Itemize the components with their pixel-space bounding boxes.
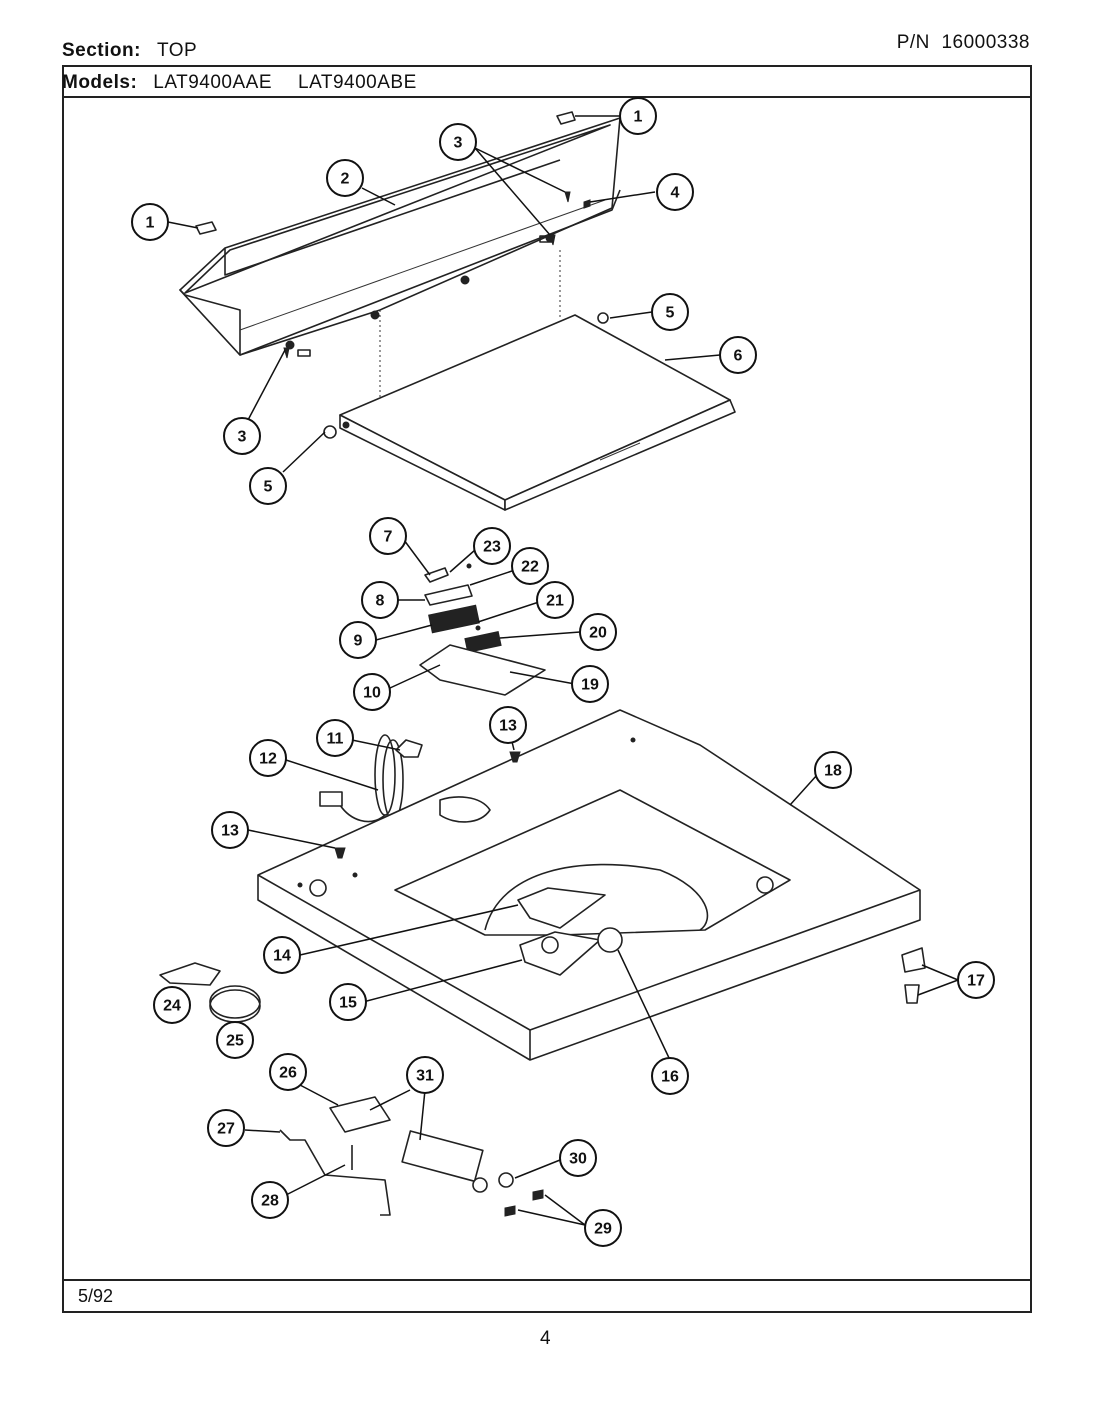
callout-label: 16 — [661, 1069, 679, 1086]
callout-22: 22 — [511, 547, 549, 585]
callout-7: 7 — [369, 517, 407, 555]
callout-23: 23 — [473, 527, 511, 565]
callout-label: 25 — [226, 1033, 244, 1050]
agitator-parts — [517, 887, 623, 976]
callout-label: 1 — [146, 215, 155, 232]
callout-28: 28 — [251, 1181, 289, 1219]
callout-label: 6 — [734, 348, 743, 365]
callout-label: 14 — [273, 948, 291, 965]
callout-12: 12 — [249, 739, 287, 777]
model-2: LAT9400ABE — [298, 72, 417, 93]
callout-label: 1 — [634, 109, 643, 126]
diagram-frame — [62, 65, 1032, 1313]
callout-label: 20 — [589, 625, 607, 642]
callout-label: 3 — [454, 135, 463, 152]
callout-1: 1 — [619, 97, 657, 135]
callout-24: 24 — [153, 986, 191, 1024]
callout-label: 27 — [217, 1121, 235, 1138]
callout-label: 23 — [483, 539, 501, 556]
callout-17: 17 — [957, 961, 995, 999]
callout-8: 8 — [361, 581, 399, 619]
callout-6: 6 — [719, 336, 757, 374]
callout-15: 15 — [329, 983, 367, 1021]
models-label: Models: — [62, 72, 138, 93]
pn-value: 16000338 — [941, 32, 1030, 53]
top-panel — [257, 709, 921, 1061]
callout-label: 5 — [666, 305, 675, 322]
callout-30: 30 — [559, 1139, 597, 1177]
callout-label: 31 — [416, 1068, 434, 1085]
callout-13: 13 — [489, 706, 527, 744]
callout-19: 19 — [571, 665, 609, 703]
callout-label: 15 — [339, 995, 357, 1012]
callout-14: 14 — [263, 936, 301, 974]
model-1: LAT9400AAE — [153, 72, 273, 93]
callout-10: 10 — [353, 673, 391, 711]
callout-label: 3 — [238, 429, 247, 446]
callout-label: 9 — [354, 633, 363, 650]
section-label: Section: — [62, 40, 141, 61]
callout-4: 4 — [656, 173, 694, 211]
callout-label: 5 — [264, 479, 273, 496]
callout-markers: 1123345567891011121313141516171819202122… — [131, 97, 995, 1247]
lid — [323, 312, 736, 511]
revision-date: 5/92 — [78, 1286, 114, 1306]
callout-label: 13 — [499, 718, 517, 735]
callout-label: 22 — [521, 559, 539, 576]
callout-5: 5 — [651, 293, 689, 331]
callout-2: 2 — [326, 159, 364, 197]
callout-label: 30 — [569, 1151, 587, 1168]
callout-label: 24 — [163, 998, 181, 1015]
latch-assembly — [279, 1096, 544, 1217]
section-heading: Section: TOP — [62, 40, 197, 62]
callout-label: 13 — [221, 823, 239, 840]
callout-27: 27 — [207, 1109, 245, 1147]
callout-11: 11 — [316, 719, 354, 757]
callout-label: 10 — [363, 685, 381, 702]
callout-label: 8 — [376, 593, 385, 610]
callout-label: 28 — [261, 1193, 279, 1210]
callout-label: 17 — [967, 973, 985, 990]
console-backsplash — [179, 117, 621, 400]
page-number: 4 — [540, 1328, 551, 1349]
callout-13: 13 — [211, 811, 249, 849]
part-number: P/N 16000338 — [897, 32, 1030, 54]
callout-label: 26 — [279, 1065, 297, 1082]
callout-25: 25 — [216, 1021, 254, 1059]
part-17 — [901, 947, 926, 1004]
callout-1: 1 — [131, 203, 169, 241]
callout-label: 11 — [327, 731, 344, 748]
clip-parts — [195, 111, 576, 235]
callout-3: 3 — [223, 417, 261, 455]
models-heading: Models: LAT9400AAE LAT9400ABE — [62, 72, 417, 94]
callout-label: 12 — [259, 751, 277, 768]
callout-26: 26 — [269, 1053, 307, 1091]
callout-label: 21 — [546, 593, 564, 610]
callout-5: 5 — [249, 467, 287, 505]
callout-21: 21 — [536, 581, 574, 619]
pn-label: P/N — [896, 32, 930, 53]
screw-13-parts — [334, 751, 521, 859]
switch-assembly — [419, 563, 546, 696]
callout-label: 19 — [581, 677, 599, 694]
callout-label: 2 — [341, 171, 350, 188]
leader-lines — [167, 115, 959, 1226]
callout-18: 18 — [814, 751, 852, 789]
callout-label: 4 — [671, 185, 680, 202]
callout-9: 9 — [339, 621, 377, 659]
callout-29: 29 — [584, 1209, 622, 1247]
callout-label: 7 — [384, 529, 393, 546]
callout-label: 18 — [824, 763, 842, 780]
section-value: TOP — [156, 40, 198, 61]
callout-16: 16 — [651, 1057, 689, 1095]
callout-label: 29 — [594, 1221, 612, 1238]
callout-20: 20 — [579, 613, 617, 651]
callout-3: 3 — [439, 123, 477, 161]
callout-31: 31 — [406, 1056, 444, 1094]
power-cord — [319, 734, 423, 823]
